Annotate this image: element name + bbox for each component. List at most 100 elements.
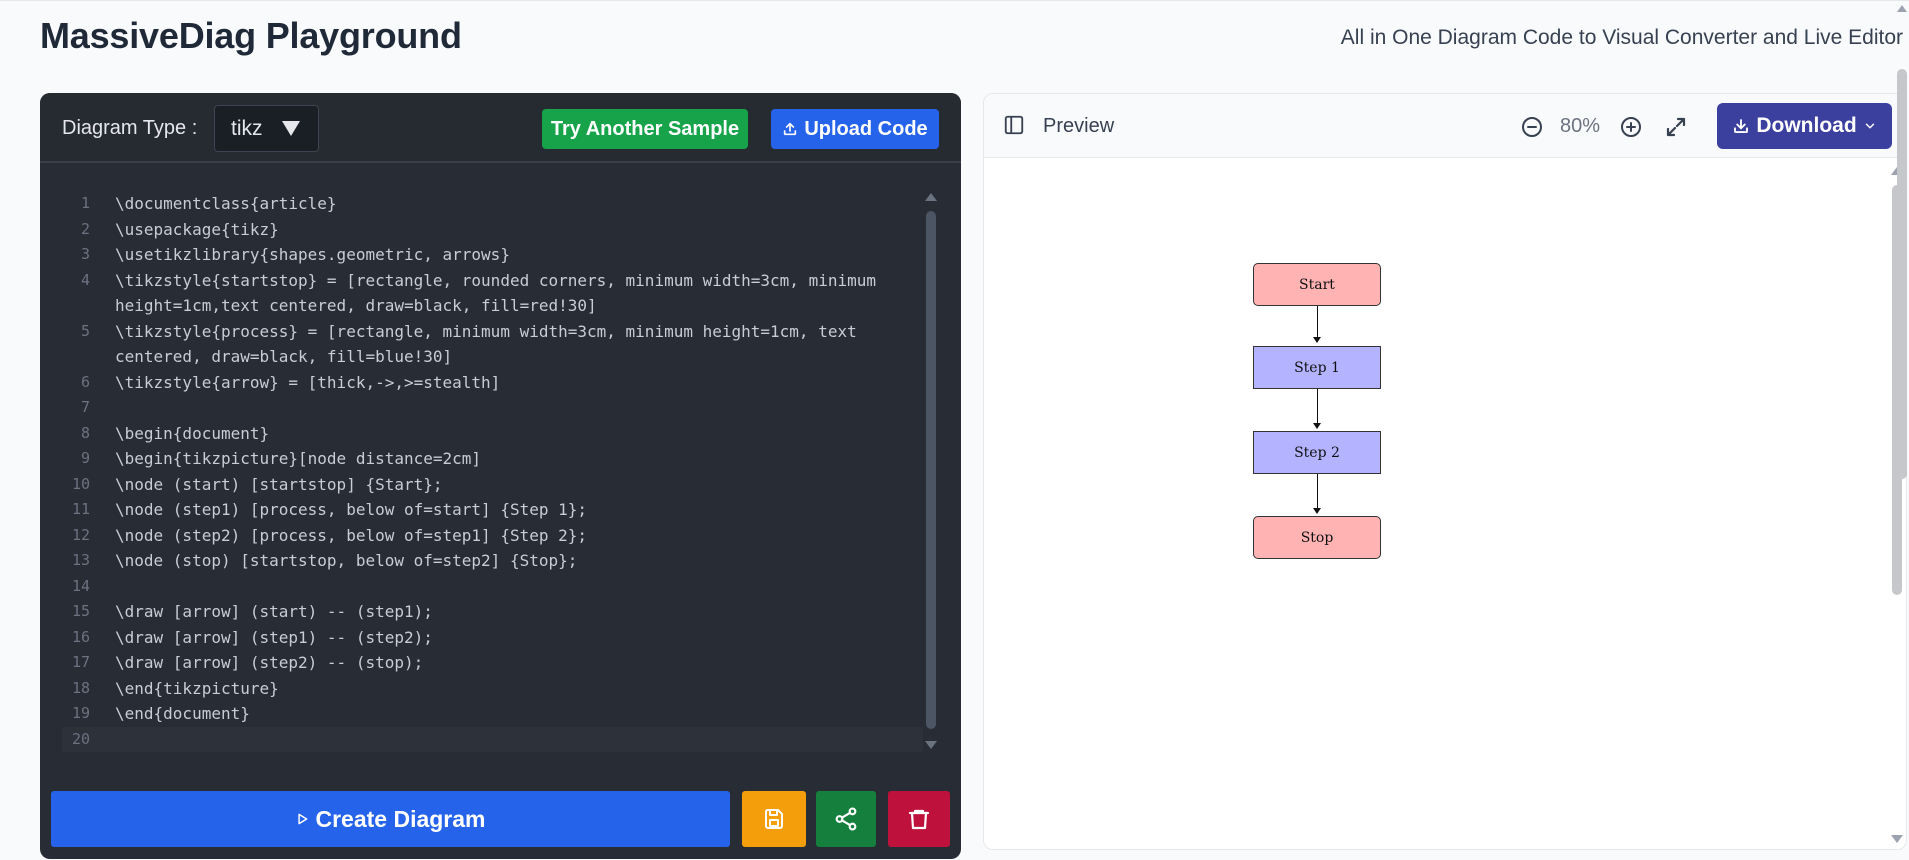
code-text: \usetikzlibrary{shapes.geometric, arrows…	[115, 245, 510, 264]
arrow-head-icon	[1313, 423, 1321, 429]
code-text: \begin{tikzpicture}[node distance=2cm]	[115, 449, 482, 468]
line-number: 3	[80, 245, 90, 263]
line-number: 14	[71, 576, 90, 595]
code-text: \node (start) [startstop] {Start};	[115, 474, 443, 494]
code-line[interactable]: 17 \draw [arrow] (step2) -- (stop);	[62, 650, 923, 676]
save-icon	[764, 809, 783, 829]
line-number: 11	[71, 500, 90, 518]
diagram-node-step1: Step 1	[1253, 346, 1381, 389]
code-line[interactable]: 13\node (stop) [startstop, below of=step…	[62, 548, 923, 574]
line-number: 17	[71, 653, 90, 671]
code-line[interactable]: 1\documentclass{article}	[62, 191, 923, 217]
line-number: 4	[80, 270, 90, 289]
code-line[interactable]: 7	[62, 395, 923, 421]
code-line[interactable]: 6 \tikzstyle{arrow} = [thick,->,>=stealth…	[62, 370, 923, 396]
code-line[interactable]: 5 \tikzstyle{process} = [rectangle, minim…	[62, 319, 923, 370]
code-line[interactable]: 10 \node (start) [startstop] {Start};	[62, 472, 923, 498]
code-text: \node (step2) [process, below of=step1] …	[115, 525, 588, 545]
play-icon	[298, 813, 308, 825]
line-number: 10	[71, 474, 90, 493]
expand-icon[interactable]	[1664, 115, 1688, 139]
code-line[interactable]: 20	[62, 726, 923, 752]
scroll-thumb[interactable]	[926, 211, 936, 729]
trash-icon	[908, 809, 930, 830]
diagram-type-value: tikz	[231, 117, 263, 140]
scroll-down-arrow-icon[interactable]	[1891, 835, 1903, 843]
code-line[interactable]: 18 \end{tikzpicture}	[62, 676, 923, 702]
code-editor[interactable]: 1\documentclass{article}2\usepackage{tik…	[62, 191, 923, 753]
code-line[interactable]: 3 \usetikzlibrary{shapes.geometric, arrow…	[62, 242, 923, 268]
code-line[interactable]: 8 \begin{document}	[62, 421, 923, 447]
arrow-head-icon	[1313, 508, 1321, 514]
line-number: 18	[71, 678, 90, 697]
download-icon	[1734, 119, 1749, 133]
code-line[interactable]: 4 \tikzstyle{startstop} = [rectangle, rou…	[62, 268, 923, 319]
code-line[interactable]: 9 \begin{tikzpicture}[node distance=2cm]	[62, 446, 923, 472]
code-text: \tikzstyle{startstop} = [rectangle, roun…	[115, 270, 886, 316]
scroll-thumb[interactable]	[1897, 69, 1907, 479]
line-number: 19	[71, 704, 90, 722]
share-button[interactable]	[816, 791, 876, 847]
diagram-node-start: Start	[1253, 263, 1381, 306]
create-diagram-button[interactable]: Create Diagram	[51, 791, 730, 847]
code-line[interactable]: 12 \node (step2) [process, below of=step1…	[62, 523, 923, 549]
try-another-sample-button[interactable]: Try Another Sample	[542, 109, 748, 149]
code-line[interactable]: 16\draw [arrow] (step1) -- (step2);	[62, 625, 923, 651]
code-text: \tikzstyle{process} = [rectangle, minimu…	[115, 321, 867, 367]
zoom-level: 80%	[1560, 115, 1601, 137]
line-number: 5	[80, 321, 90, 340]
code-line[interactable]: 2\usepackage{tikz}	[62, 217, 923, 243]
diagram-arrow	[1317, 389, 1318, 428]
diagram-arrow	[1317, 474, 1318, 512]
diagram-type-label: Diagram Type :	[62, 117, 198, 139]
delete-button[interactable]	[888, 791, 950, 847]
upload-code-label: Upload Code	[804, 117, 928, 140]
code-text: \tikzstyle{arrow} = [thick,->,>=stealth]	[115, 372, 501, 392]
code-text: \begin{document}	[115, 423, 270, 443]
diagram-node-stop: Stop	[1253, 516, 1381, 559]
code-line[interactable]: 19\end{document}	[62, 701, 923, 727]
code-line[interactable]: 15 \draw [arrow] (start) -- (step1);	[62, 599, 923, 625]
preview-panel: Preview 80% Download Start Step 1 Step 2…	[983, 93, 1907, 850]
site-tagline: All in One Diagram Code to Visual Conver…	[1340, 26, 1903, 49]
scroll-up-arrow-icon[interactable]	[925, 193, 937, 201]
line-number: 7	[80, 398, 90, 416]
code-scrollbar[interactable]	[923, 191, 939, 751]
diagram-node-step2: Step 2	[1253, 431, 1381, 474]
preview-title: Preview	[1043, 115, 1115, 137]
editor-toolbar: Diagram Type : tikz Try Another Sample U…	[40, 93, 961, 163]
download-button[interactable]: Download	[1717, 103, 1892, 149]
line-number: 9	[80, 449, 90, 467]
site-title: MassiveDiag Playground	[40, 15, 462, 56]
code-text: \end{tikzpicture}	[115, 678, 279, 698]
zoom-out-icon[interactable]	[1520, 115, 1544, 139]
download-label: Download	[1756, 114, 1857, 137]
upload-icon	[784, 122, 797, 136]
line-number: 2	[80, 219, 90, 238]
scroll-up-arrow-icon[interactable]	[1897, 5, 1907, 12]
code-line[interactable]: 14	[62, 574, 923, 600]
diagram-type-select[interactable]: tikz	[214, 105, 319, 152]
line-number: 13	[71, 551, 90, 569]
arrow-head-icon	[1313, 337, 1321, 343]
diagram-arrow	[1317, 306, 1318, 342]
code-text: \draw [arrow] (start) -- (step1);	[115, 602, 433, 621]
sidebar-toggle-icon[interactable]	[1003, 114, 1025, 136]
save-button[interactable]	[742, 791, 806, 847]
caret-down-icon	[282, 121, 300, 136]
zoom-in-icon[interactable]	[1619, 115, 1643, 139]
scroll-down-arrow-icon[interactable]	[925, 741, 937, 749]
preview-toolbar: Preview 80% Download	[984, 94, 1906, 158]
upload-code-button[interactable]: Upload Code	[771, 109, 939, 149]
line-number: 20	[71, 729, 90, 748]
code-text: \draw [arrow] (step1) -- (step2);	[115, 627, 433, 647]
page-scrollbar[interactable]	[1895, 1, 1909, 860]
chevron-down-icon	[1865, 123, 1874, 129]
line-number: 12	[71, 525, 90, 544]
code-text: \draw [arrow] (step2) -- (stop);	[115, 653, 424, 672]
preview-canvas[interactable]: Start Step 1 Step 2 Stop	[984, 159, 1906, 849]
line-number: 15	[71, 602, 90, 620]
line-number: 6	[80, 372, 90, 391]
line-number: 8	[80, 423, 90, 442]
code-line[interactable]: 11\node (step1) [process, below of=start…	[62, 497, 923, 523]
